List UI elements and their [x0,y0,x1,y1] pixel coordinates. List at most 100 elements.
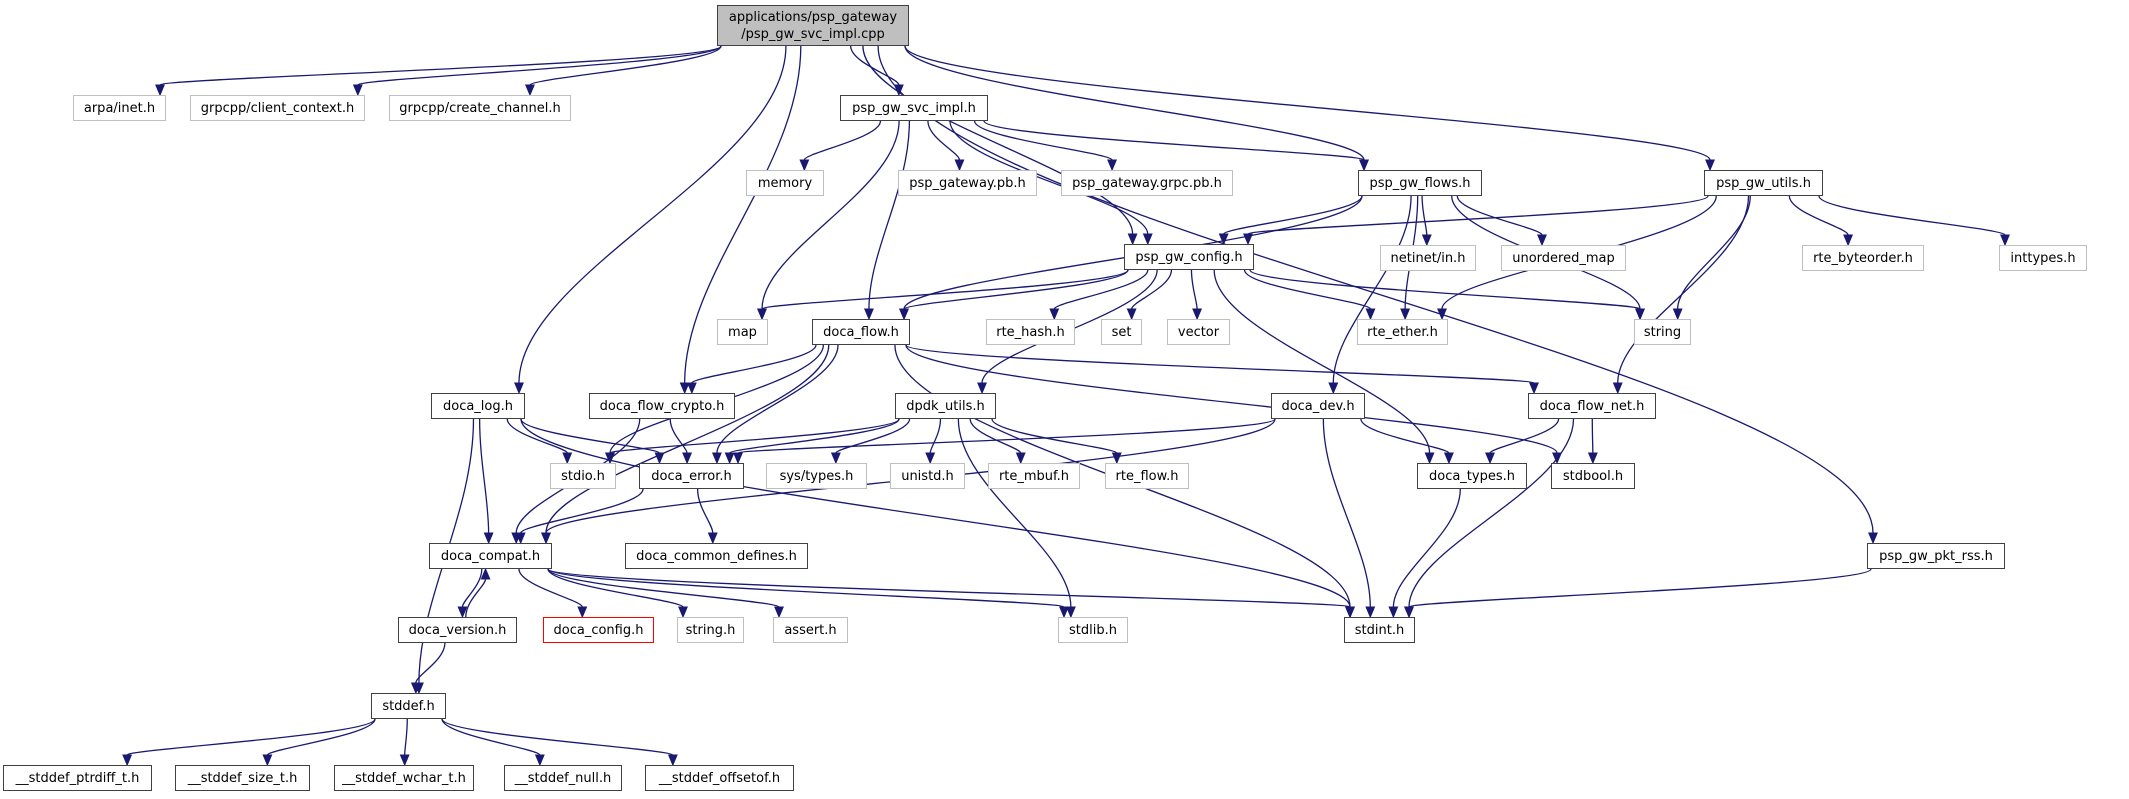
arrowhead-icon [577,606,588,619]
arrowhead-icon [977,382,987,395]
edge-dpdk-utils-to-unistd [929,418,942,454]
edge-dpdk-utils-to-stdlib [957,418,1072,608]
graph-node-stdint[interactable]: stdint.h [1344,617,1415,643]
edge-doca-flow-to-doca-flow-net [905,344,1535,384]
graph-node-stdbool[interactable]: stdbool.h [1551,463,1635,489]
arrowhead-icon [1424,452,1435,465]
edge-psp-gw-config-to-rte-ether [1243,269,1372,310]
edge-psp-gw-flows-to-netinet-in [1421,195,1428,236]
arrowhead-icon [1485,452,1495,465]
graph-node-rte-ether: rte_ether.h [1357,319,1448,345]
graph-node-netinet-in: netinet/in.h [1380,245,1476,271]
edge-psp-gw-config-to-rte-hash [1053,269,1149,310]
edge-psp-gw-config-to-set [1130,269,1173,310]
edge-psp-gw-flows-to-doca-dev [1332,195,1412,384]
graph-node-doca-flow[interactable]: doca_flow.h [812,319,910,345]
graph-node-psp-gw-svc-impl-h[interactable]: psp_gw_svc_impl.h [840,95,988,121]
edge-root-to-psp-gw-svc-impl-h [849,45,900,86]
edge-psp-gw-flows-to-unordered-map [1456,195,1543,236]
graph-node-stddef-wchar[interactable]: __stddef_wchar_t.h [334,765,474,791]
edge-psp-gw-config-to-map [761,269,1129,310]
arrowhead-icon [534,754,545,767]
graph-node-doca-log[interactable]: doca_log.h [431,393,525,419]
graph-node-grpc-client-context: grpcpp/client_context.h [190,95,365,121]
edge-stddef-to-stddef-ptrdiff [126,718,376,756]
arrowhead-icon [1243,233,1253,246]
edge-doca-compat-to-doca-config [518,568,583,608]
graph-node-stdlib: stdlib.h [1058,617,1128,643]
arrowhead-icon [1529,382,1539,395]
graph-node-psp-gateway-grpc-pb: psp_gateway.grpc.pb.h [1061,170,1233,196]
arrowhead-icon [707,532,718,545]
graph-node-set: set [1101,319,1142,345]
arrowhead-icon [1328,382,1339,395]
arrowhead-icon [1065,606,1076,619]
graph-node-stddef-null[interactable]: __stddef_null.h [504,765,622,791]
graph-node-root[interactable]: applications/psp_gateway /psp_gw_svc_imp… [717,5,909,46]
graph-node-stddef-ptrdiff[interactable]: __stddef_ptrdiff_t.h [3,765,152,791]
edge-root-to-doca-flow-crypto [684,45,802,384]
arrowhead-icon [562,452,573,465]
graph-node-doca-common-defines[interactable]: doca_common_defines.h [625,543,808,569]
arrowhead-icon [1388,606,1399,619]
graph-node-psp-gw-pkt-rss[interactable]: psp_gw_pkt_rss.h [1867,543,2005,569]
arrowhead-icon [863,308,874,321]
arrowhead-icon [679,382,690,395]
graph-node-rte-flow: rte_flow.h [1105,463,1189,489]
graph-node-doca-version[interactable]: doca_version.h [398,617,517,643]
arrowhead-icon [954,159,965,172]
edge-doca-flow-to-doca-flow-crypto [691,344,817,384]
graph-node-assert: assert.h [773,617,848,643]
arrowhead-icon [1612,382,1623,395]
graph-node-psp-gw-utils[interactable]: psp_gw_utils.h [1704,170,1823,196]
graph-node-doca-flow-crypto[interactable]: doca_flow_crypto.h [589,393,735,419]
graph-node-stddef-size[interactable]: __stddef_size_t.h [175,765,310,791]
edge-psp-gw-svc-impl-h-to-psp-gateway-pb [927,120,961,161]
edge-doca-flow-to-doca-error [716,344,839,454]
edge-dpdk-utils-to-doca-error [728,418,900,454]
edge-doca-version-to-doca-compat [465,578,487,618]
arrowhead-icon [524,84,535,97]
arrowhead-icon [410,682,421,695]
edge-doca-compat-to-assert [547,568,780,608]
graph-node-psp-gw-config[interactable]: psp_gw_config.h [1124,244,1254,270]
arrowhead-icon [1672,308,1683,321]
edge-root-to-psp-gw-config [862,45,1134,235]
graph-node-rte-mbuf: rte_mbuf.h [988,463,1080,489]
edge-psp-gw-pkt-rss-to-stdint [1408,568,1872,608]
arrowhead-icon [1359,159,1369,172]
graph-node-rte-byteorder: rte_byteorder.h [1802,245,1924,271]
arrowhead-icon [724,452,735,465]
graph-node-doca-compat[interactable]: doca_compat.h [429,543,552,569]
arrowhead-icon [682,452,693,465]
arrowhead-icon [1107,159,1118,172]
graph-node-doca-flow-net[interactable]: doca_flow_net.h [1528,393,1656,419]
edge-doca-compat-to-stdint [547,568,1351,608]
arrowhead-icon [774,606,784,619]
graph-node-doca-dev[interactable]: doca_dev.h [1271,393,1365,419]
graph-node-dpdk-utils[interactable]: dpdk_utils.h [895,393,996,419]
edge-doca-compat-to-doca-version [461,568,483,608]
graph-node-grpc-create-channel: grpcpp/create_channel.h [389,95,571,121]
arrowhead-icon [2000,234,2010,247]
arrowhead-icon [711,452,722,465]
graph-node-stddef-offsetof[interactable]: __stddef_offsetof.h [645,765,794,791]
edge-psp-gw-svc-impl-h-to-psp-gateway-grpc-pb [973,120,1113,161]
graph-node-doca-types[interactable]: doca_types.h [1417,463,1527,489]
arrowhead-icon [686,382,697,395]
arrowhead-icon [1404,606,1414,619]
arrowhead-icon [799,159,810,172]
arrowhead-icon [480,567,491,580]
graph-node-stdio: stdio.h [550,463,616,489]
edge-psp-gw-svc-impl-h-to-psp-gw-flows [983,120,1365,161]
graph-node-arpa-inet: arpa/inet.h [73,95,166,121]
graph-node-doca-config: doca_config.h [543,617,654,643]
arrowhead-icon [1443,452,1454,465]
edge-psp-gw-config-to-doca-types [1213,269,1431,454]
graph-node-doca-error[interactable]: doca_error.h [639,463,744,489]
edge-doca-log-to-stdint [520,418,1351,608]
graph-node-stddef[interactable]: stddef.h [371,693,446,719]
graph-node-psp-gw-flows[interactable]: psp_gw_flows.h [1358,170,1482,196]
edge-root-to-grpc-client-context [357,45,722,86]
